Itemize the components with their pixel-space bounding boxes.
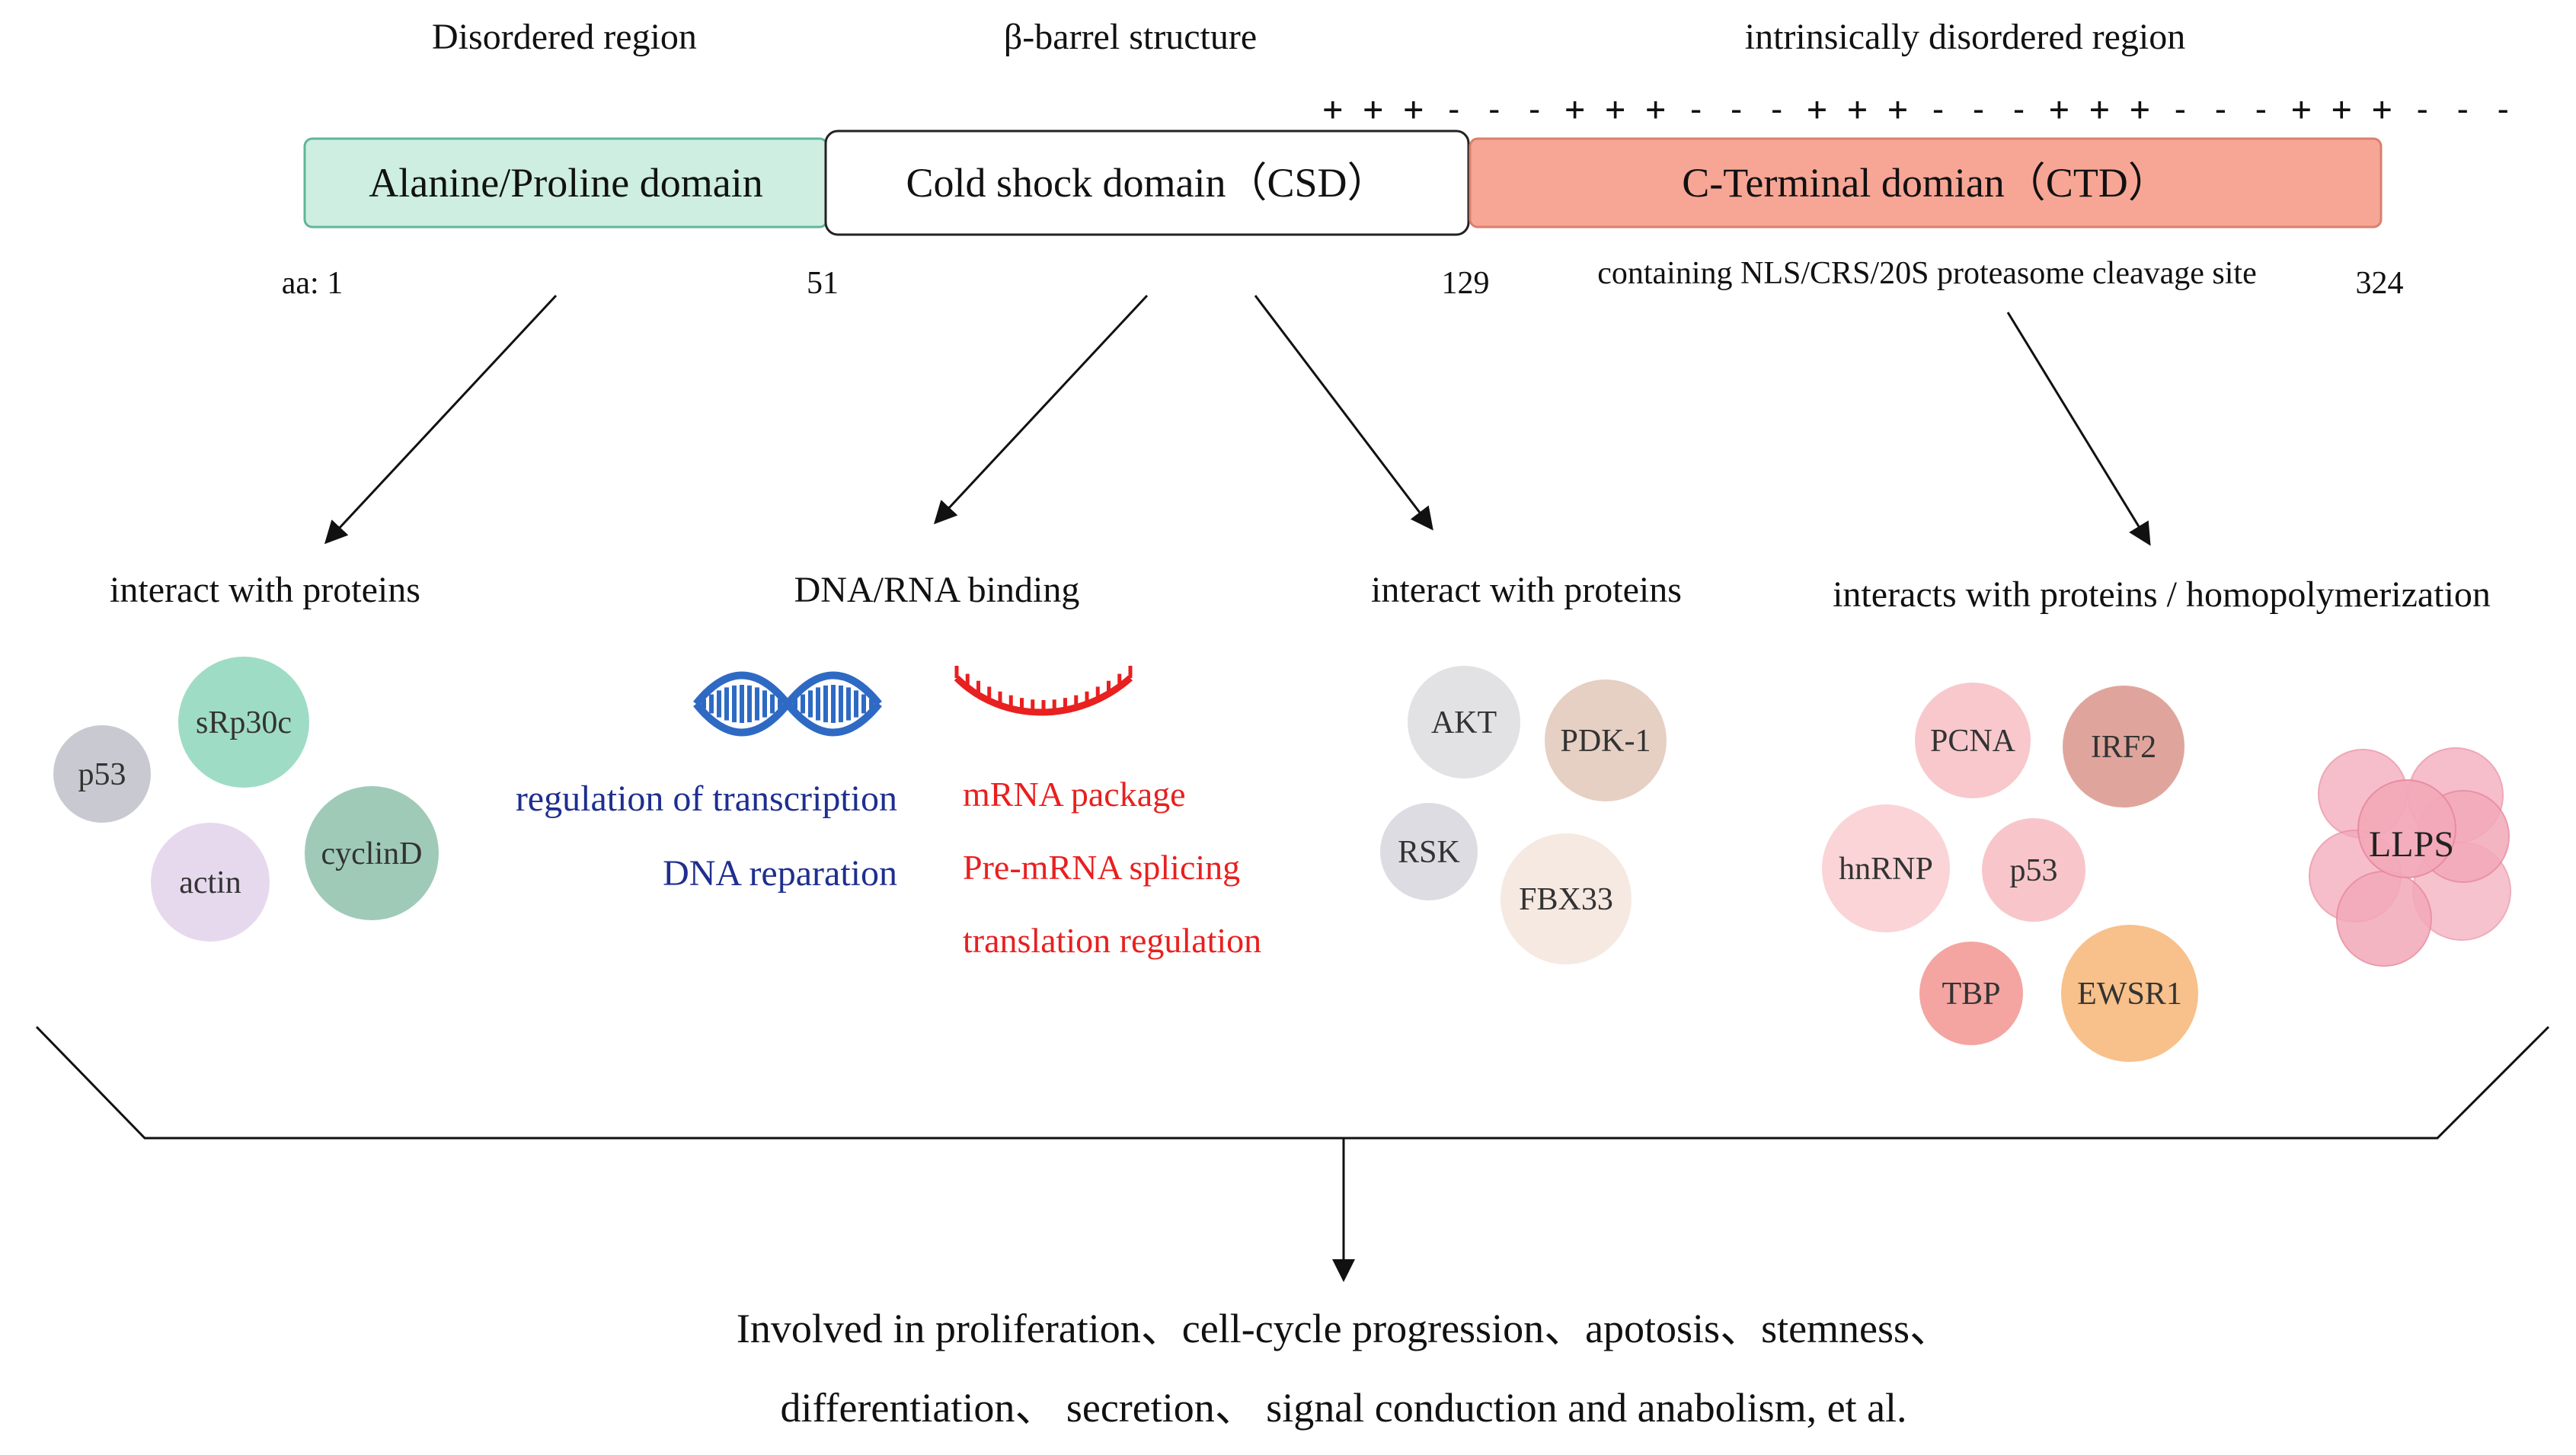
- partner-bubble-circle: [2063, 686, 2184, 807]
- partner-bubble-circle: [1919, 942, 2023, 1045]
- bracket: [35, 1025, 2550, 1140]
- partner-bubble: cyclinD: [305, 786, 439, 920]
- partner-bubble: PDK-1: [1545, 680, 1667, 801]
- domain-box-csd: [824, 130, 1470, 236]
- partner-label: actin: [179, 865, 241, 900]
- partner-bubble: AKT: [1408, 666, 1520, 779]
- partner-bubble: IRF2: [2063, 686, 2184, 807]
- position-aa129: 129: [1442, 266, 1490, 301]
- partner-label: TBP: [1942, 977, 2000, 1012]
- partner-label: EWSR1: [2077, 977, 2182, 1012]
- partner-label: IRF2: [2091, 730, 2156, 765]
- rna-strand-icon: [954, 666, 1133, 716]
- partner-bubble: PCNA: [1915, 683, 2031, 798]
- partner-label: RSK: [1398, 835, 1460, 870]
- position-aa1: aa: 1: [282, 266, 343, 301]
- function-label-csd-proteins: interact with proteins: [1371, 570, 1682, 610]
- partner-label: hnRNP: [1839, 852, 1933, 887]
- ctd-note: containing NLS/CRS/20S proteasome cleava…: [1597, 256, 2257, 291]
- partner-bubble: TBP: [1919, 942, 2023, 1045]
- partner-bubble: p53: [1982, 818, 2085, 922]
- csd-partner-group: AKT PDK-1 RSK FBX33: [1380, 666, 1667, 964]
- llps-droplet: [2357, 779, 2456, 878]
- region-label-beta-barrel: β-barrel structure: [1004, 17, 1257, 57]
- partner-label: p53: [2010, 853, 2058, 888]
- dna-function-item: DNA reparation: [663, 853, 897, 894]
- partner-bubble-circle: [1822, 804, 1950, 932]
- partner-bubble-circle: [1982, 818, 2085, 922]
- partner-bubble: sRp30c: [178, 657, 309, 788]
- partner-bubble-circle: [1501, 833, 1632, 964]
- function-label-ctd: interacts with proteins / homopolymeriza…: [1833, 574, 2491, 615]
- ap-partner-group: p53 sRp30c actin cyclinD: [53, 657, 439, 942]
- partner-bubble: FBX33: [1501, 833, 1632, 964]
- partner-bubble-circle: [1915, 683, 2031, 798]
- arrow-ctd: [2006, 312, 2151, 546]
- domain-box-ctd: [1469, 137, 2383, 229]
- position-aa324: 324: [2356, 266, 2404, 301]
- partner-label: FBX33: [1519, 882, 1613, 917]
- partner-bubble-circle: [305, 786, 439, 920]
- rna-function-item: translation regulation: [963, 921, 1261, 960]
- partner-bubble-circle: [2061, 925, 2198, 1062]
- rna-function-item: mRNA package: [963, 775, 1186, 814]
- function-label-ap: interact with proteins: [110, 570, 420, 610]
- partner-label: p53: [78, 757, 126, 792]
- rna-function-item: Pre-mRNA splicing: [963, 848, 1240, 887]
- region-label-idr: intrinsically disordered region: [1745, 17, 2186, 57]
- llps-droplet-cluster: LLPS: [2309, 747, 2511, 967]
- partner-bubble-circle: [1380, 803, 1478, 900]
- partner-bubble-circle: [1545, 680, 1667, 801]
- llps-label: LLPS: [2369, 824, 2454, 865]
- partner-label: AKT: [1431, 705, 1497, 740]
- charge-pattern: + + + - - - + + + - - - + + + - - - + + …: [1323, 90, 2514, 129]
- partner-bubble-circle: [178, 657, 309, 788]
- arrow-csd-proteins: [1254, 295, 1433, 531]
- partner-bubble: p53: [53, 725, 151, 823]
- domain-label-csd: Cold shock domain（CSD）: [906, 160, 1388, 206]
- partner-bubble: EWSR1: [2061, 925, 2198, 1062]
- ctd-partner-group: PCNA IRF2 hnRNP p53 TBP EWSR1: [1822, 683, 2198, 1062]
- partner-bubble: actin: [151, 823, 270, 942]
- llps-droplet: [2336, 871, 2432, 967]
- domain-label-ap: Alanine/Proline domain: [369, 160, 762, 206]
- partner-bubble-circle: [53, 725, 151, 823]
- conclusion-line-2: differentiation、 secretion、 signal condu…: [780, 1385, 1906, 1431]
- partner-label: PCNA: [1930, 724, 2016, 759]
- partner-label: sRp30c: [196, 705, 292, 740]
- dna-helix-icon: [693, 671, 882, 737]
- domain-label-ctd: C-Terminal domian（CTD）: [1682, 160, 2169, 206]
- arrow-csd-binding: [933, 294, 1149, 525]
- partner-label: PDK-1: [1560, 724, 1651, 759]
- function-label-csd-binding: DNA/RNA binding: [794, 570, 1080, 610]
- partner-label: cyclinD: [321, 836, 423, 871]
- partner-bubble-circle: [1408, 666, 1520, 779]
- partner-bubble-circle: [151, 823, 270, 942]
- partner-bubble: RSK: [1380, 803, 1478, 900]
- dna-function-item: regulation of transcription: [516, 779, 897, 819]
- partner-bubble: hnRNP: [1822, 804, 1950, 932]
- position-aa51: 51: [807, 266, 839, 301]
- region-label-disordered: Disordered region: [432, 17, 697, 57]
- arrow-ap: [324, 294, 558, 545]
- conclusion-line-1: Involved in proliferation、cell-cycle pro…: [737, 1306, 1951, 1351]
